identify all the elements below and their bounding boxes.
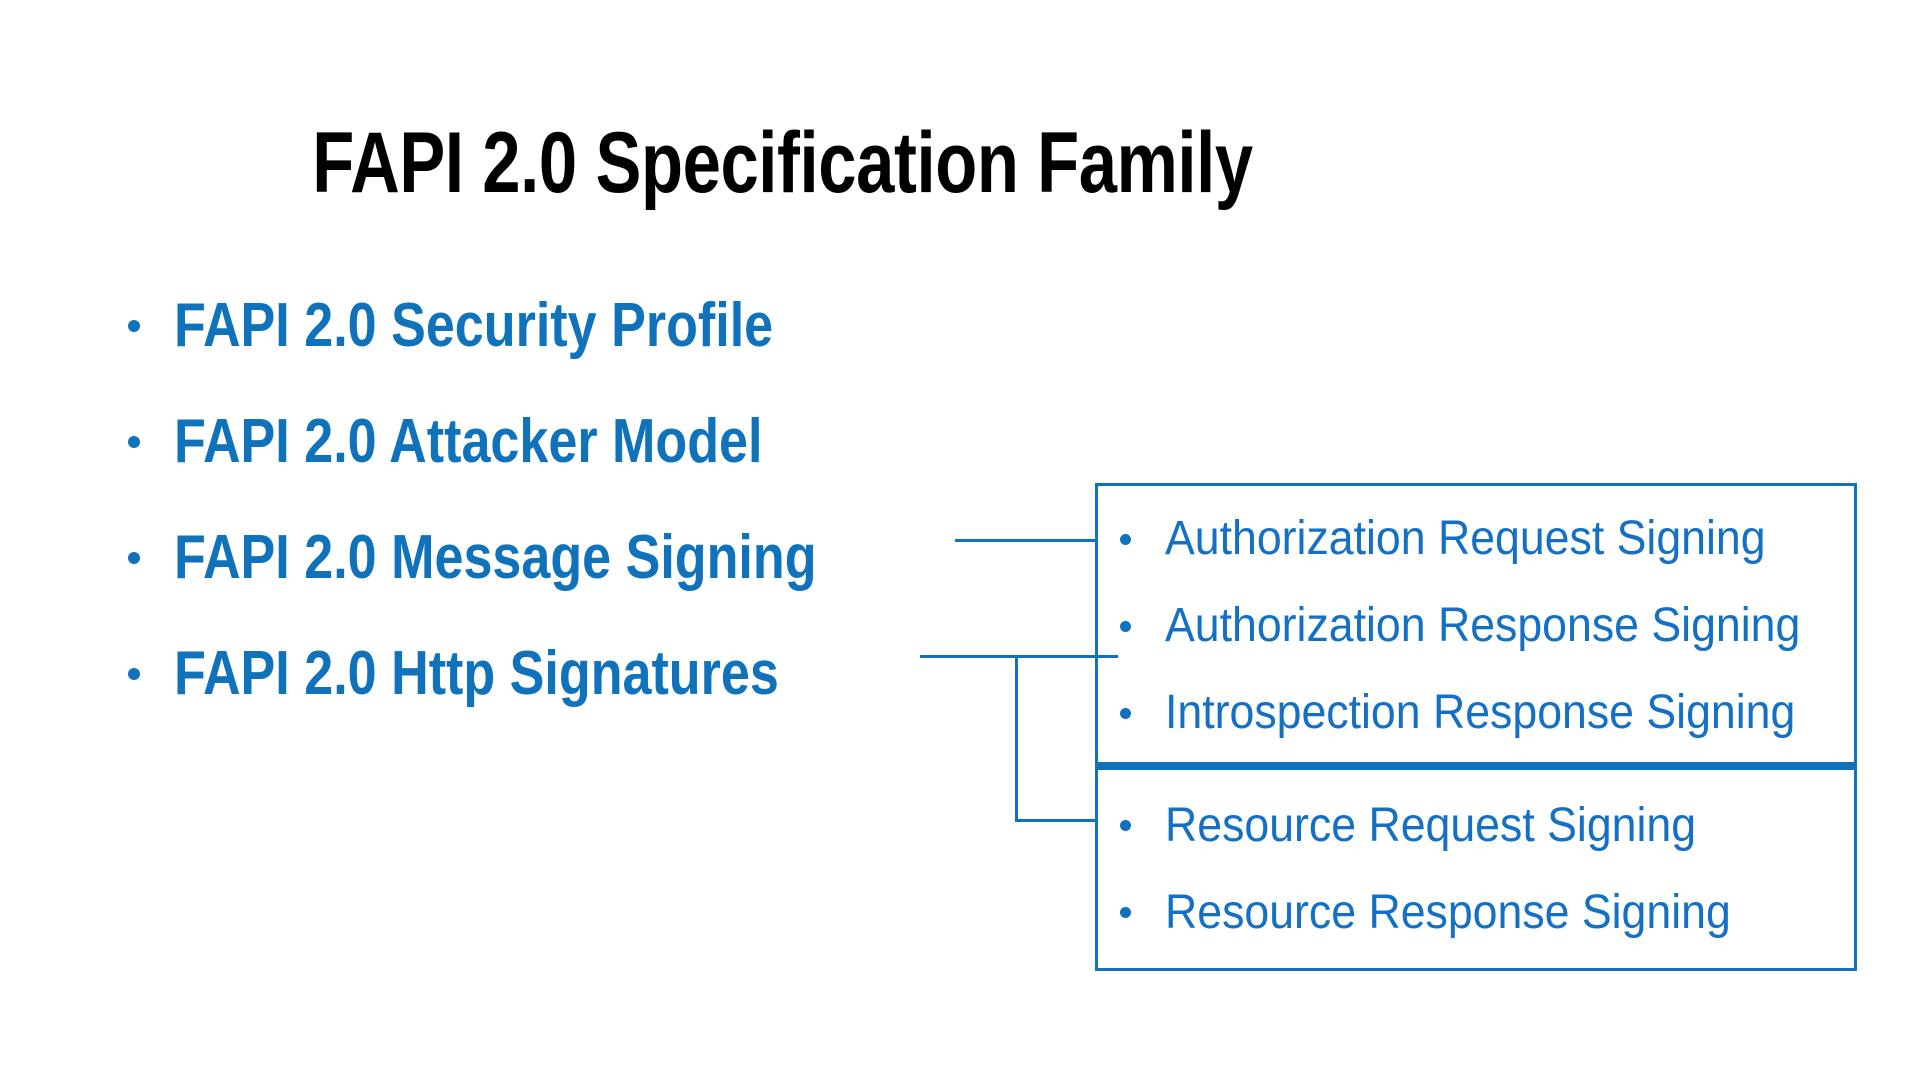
list-item-message-signing[interactable]: FAPI 2.0 Message Signing	[128, 500, 1128, 616]
bullet-point-icon	[128, 552, 140, 564]
bullet-point-icon	[1120, 533, 1131, 545]
list-item-label: FAPI 2.0 Security Profile	[174, 291, 774, 360]
list-item-security-profile[interactable]: FAPI 2.0 Security Profile	[128, 268, 1128, 384]
list-item-http-signatures[interactable]: FAPI 2.0 Http Signatures	[128, 616, 1128, 732]
list-item-label: FAPI 2.0 Http Signatures	[174, 639, 779, 708]
list-item-label: Authorization Response Signing	[1165, 599, 1801, 652]
list-item-label: FAPI 2.0 Attacker Model	[174, 407, 763, 476]
list-item-attacker-model[interactable]: FAPI 2.0 Attacker Model	[128, 384, 1128, 500]
list-item-introspection-response-signing[interactable]: Introspection Response Signing	[1098, 670, 1854, 757]
http-signatures-sublist: Resource Request Signing Resource Respon…	[1098, 770, 1854, 968]
list-item-label: Introspection Response Signing	[1165, 686, 1796, 739]
bullet-point-icon	[128, 668, 140, 680]
list-item-label: FAPI 2.0 Message Signing	[174, 523, 817, 592]
group-box-message-signing: Authorization Request Signing Authorizat…	[1095, 483, 1857, 765]
list-item-authorization-response-signing[interactable]: Authorization Response Signing	[1098, 583, 1854, 670]
connector-http-signatures-segment-vertical	[1015, 655, 1018, 822]
bullet-point-icon	[128, 436, 140, 448]
group-box-http-signatures: Resource Request Signing Resource Respon…	[1095, 765, 1857, 971]
bullet-point-icon	[1120, 707, 1131, 719]
list-item-label: Authorization Request Signing	[1165, 512, 1766, 565]
specification-family-list: FAPI 2.0 Security Profile FAPI 2.0 Attac…	[128, 268, 1128, 732]
bullet-point-icon	[1120, 907, 1131, 918]
connector-message-signing	[955, 539, 1096, 542]
page-title: FAPI 2.0 Specification Family	[312, 114, 1253, 211]
connector-http-signatures-segment-horizontal-bottom	[1015, 819, 1097, 822]
list-item-resource-request-signing[interactable]: Resource Request Signing	[1098, 782, 1854, 869]
list-item-authorization-request-signing[interactable]: Authorization Request Signing	[1098, 496, 1854, 583]
list-item-label: Resource Response Signing	[1165, 885, 1731, 939]
list-item-resource-response-signing[interactable]: Resource Response Signing	[1098, 869, 1854, 956]
connector-http-signatures-segment-horizontal-top	[920, 655, 1118, 658]
message-signing-sublist: Authorization Request Signing Authorizat…	[1098, 486, 1854, 764]
bullet-point-icon	[128, 320, 140, 332]
bullet-point-icon	[1120, 620, 1131, 632]
list-item-label: Resource Request Signing	[1165, 798, 1697, 852]
bullet-point-icon	[1120, 820, 1131, 831]
